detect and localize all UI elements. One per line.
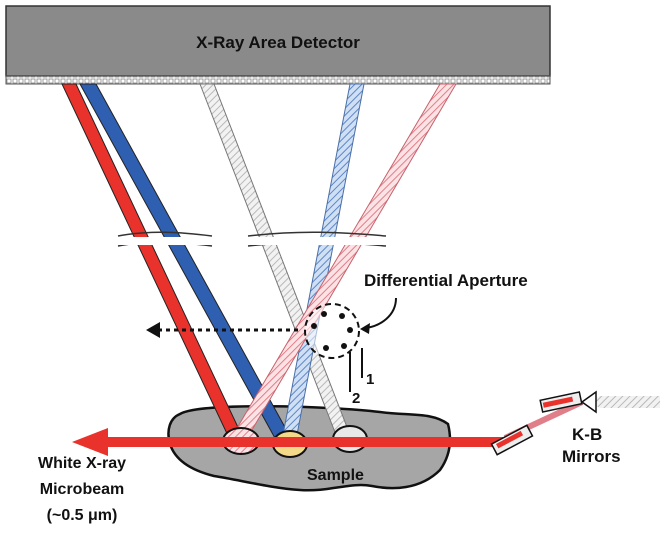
beam-break-marks	[117, 231, 387, 247]
sample-label: Sample	[307, 467, 364, 484]
path-1-label: 1	[366, 371, 374, 388]
microbeam-label-line1: White X-ray	[38, 455, 126, 472]
microbeam-label-line2: Microbeam	[40, 481, 124, 498]
x-ray-area-detector: X-Ray Area Detector	[5, 5, 551, 85]
diffracted-beams	[61, 83, 457, 441]
detector-label: X-Ray Area Detector	[196, 33, 360, 52]
kb-label-line2: Mirrors	[562, 447, 621, 466]
beam-red	[61, 83, 245, 441]
differential-aperture-label: Differential Aperture	[364, 271, 528, 290]
microbeam-label-line3: (~0.5 μm)	[47, 507, 118, 524]
differential-aperture-wire	[146, 297, 397, 359]
kb-label-line1: K-B	[572, 425, 602, 444]
path-markers	[349, 348, 363, 392]
beam-blue	[79, 83, 293, 441]
white-xray-microbeam	[72, 428, 510, 456]
path-2-label: 2	[352, 390, 360, 407]
kb-mirrors	[490, 390, 660, 456]
